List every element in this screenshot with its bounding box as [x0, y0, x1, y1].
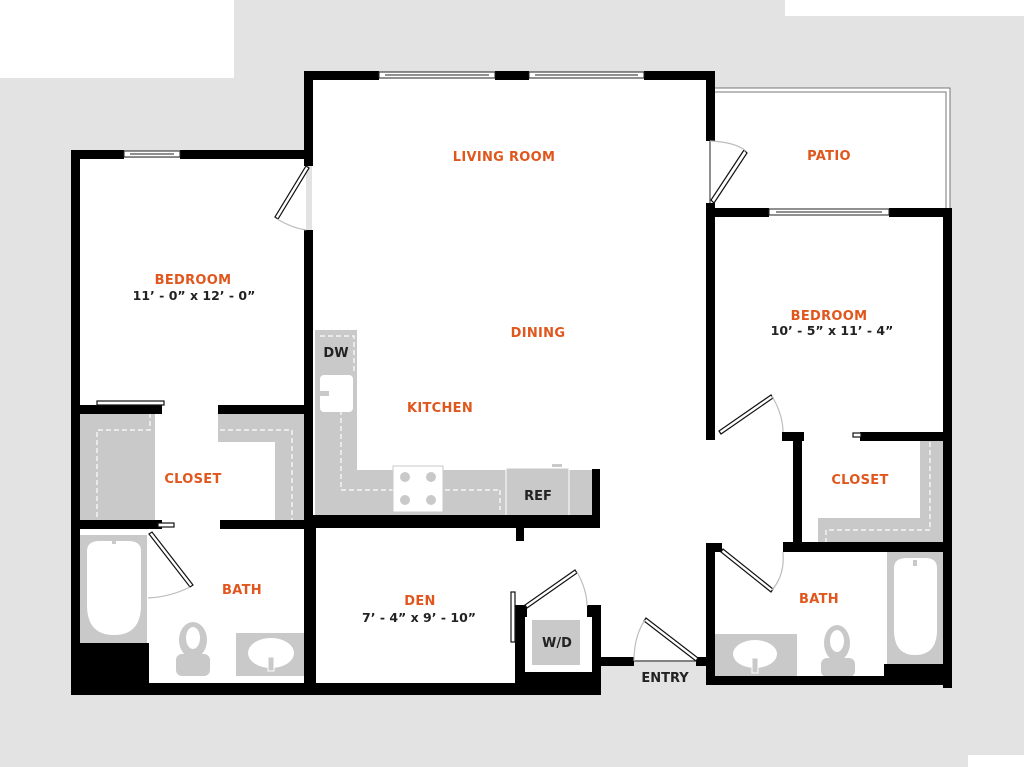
label-bath-left: BATH [222, 583, 262, 598]
door-patio[interactable] [709, 140, 748, 204]
label-dishwasher: DW [323, 346, 348, 361]
sink-right [714, 634, 797, 676]
label-dining: DINING [511, 326, 566, 341]
door-right-closet[interactable] [852, 432, 862, 438]
label-bedroom-right: BEDROOM [791, 309, 868, 324]
label-kitchen: KITCHEN [407, 401, 473, 416]
patio-railing [712, 87, 951, 212]
sink-left [236, 633, 306, 676]
closet-sliding-door[interactable] [96, 400, 165, 406]
den-dimensions: 7’ - 4” x 9’ - 10” [362, 610, 476, 625]
closet-right-shelves [818, 440, 943, 542]
label-closet-left: CLOSET [164, 472, 221, 487]
label-den: DEN [404, 594, 435, 609]
label-closet-right: CLOSET [831, 473, 888, 488]
door-right-bedroom[interactable] [718, 394, 784, 435]
door-right-bath[interactable] [720, 548, 784, 593]
toilet-left [176, 622, 210, 676]
windows [123, 71, 890, 216]
label-washer-dryer: W/D [542, 636, 572, 651]
label-patio: PATIO [807, 149, 851, 164]
sink [316, 375, 353, 412]
bathtub-right [887, 551, 943, 664]
closet-left-shelves [80, 413, 306, 520]
label-refrigerator: REF [524, 489, 552, 504]
door-laundry[interactable] [510, 569, 588, 643]
stove [392, 465, 444, 513]
label-bedroom-left: BEDROOM [155, 273, 232, 288]
toilet-right [821, 625, 855, 677]
bathtub-left [80, 535, 147, 643]
door-left-bedroom[interactable] [274, 165, 310, 231]
label-entry: ENTRY [641, 671, 689, 686]
door-left-bath[interactable] [147, 522, 194, 599]
walls [71, 71, 952, 695]
bedroom-left-dimensions: 11’ - 0” x 12’ - 0” [133, 288, 256, 303]
washer-dryer [532, 620, 580, 665]
label-living-room: LIVING ROOM [453, 150, 555, 165]
label-bath-right: BATH [799, 592, 839, 607]
door-entry[interactable] [633, 617, 699, 662]
bedroom-right-dimensions: 10’ - 5” x 11’ - 4” [771, 323, 894, 338]
